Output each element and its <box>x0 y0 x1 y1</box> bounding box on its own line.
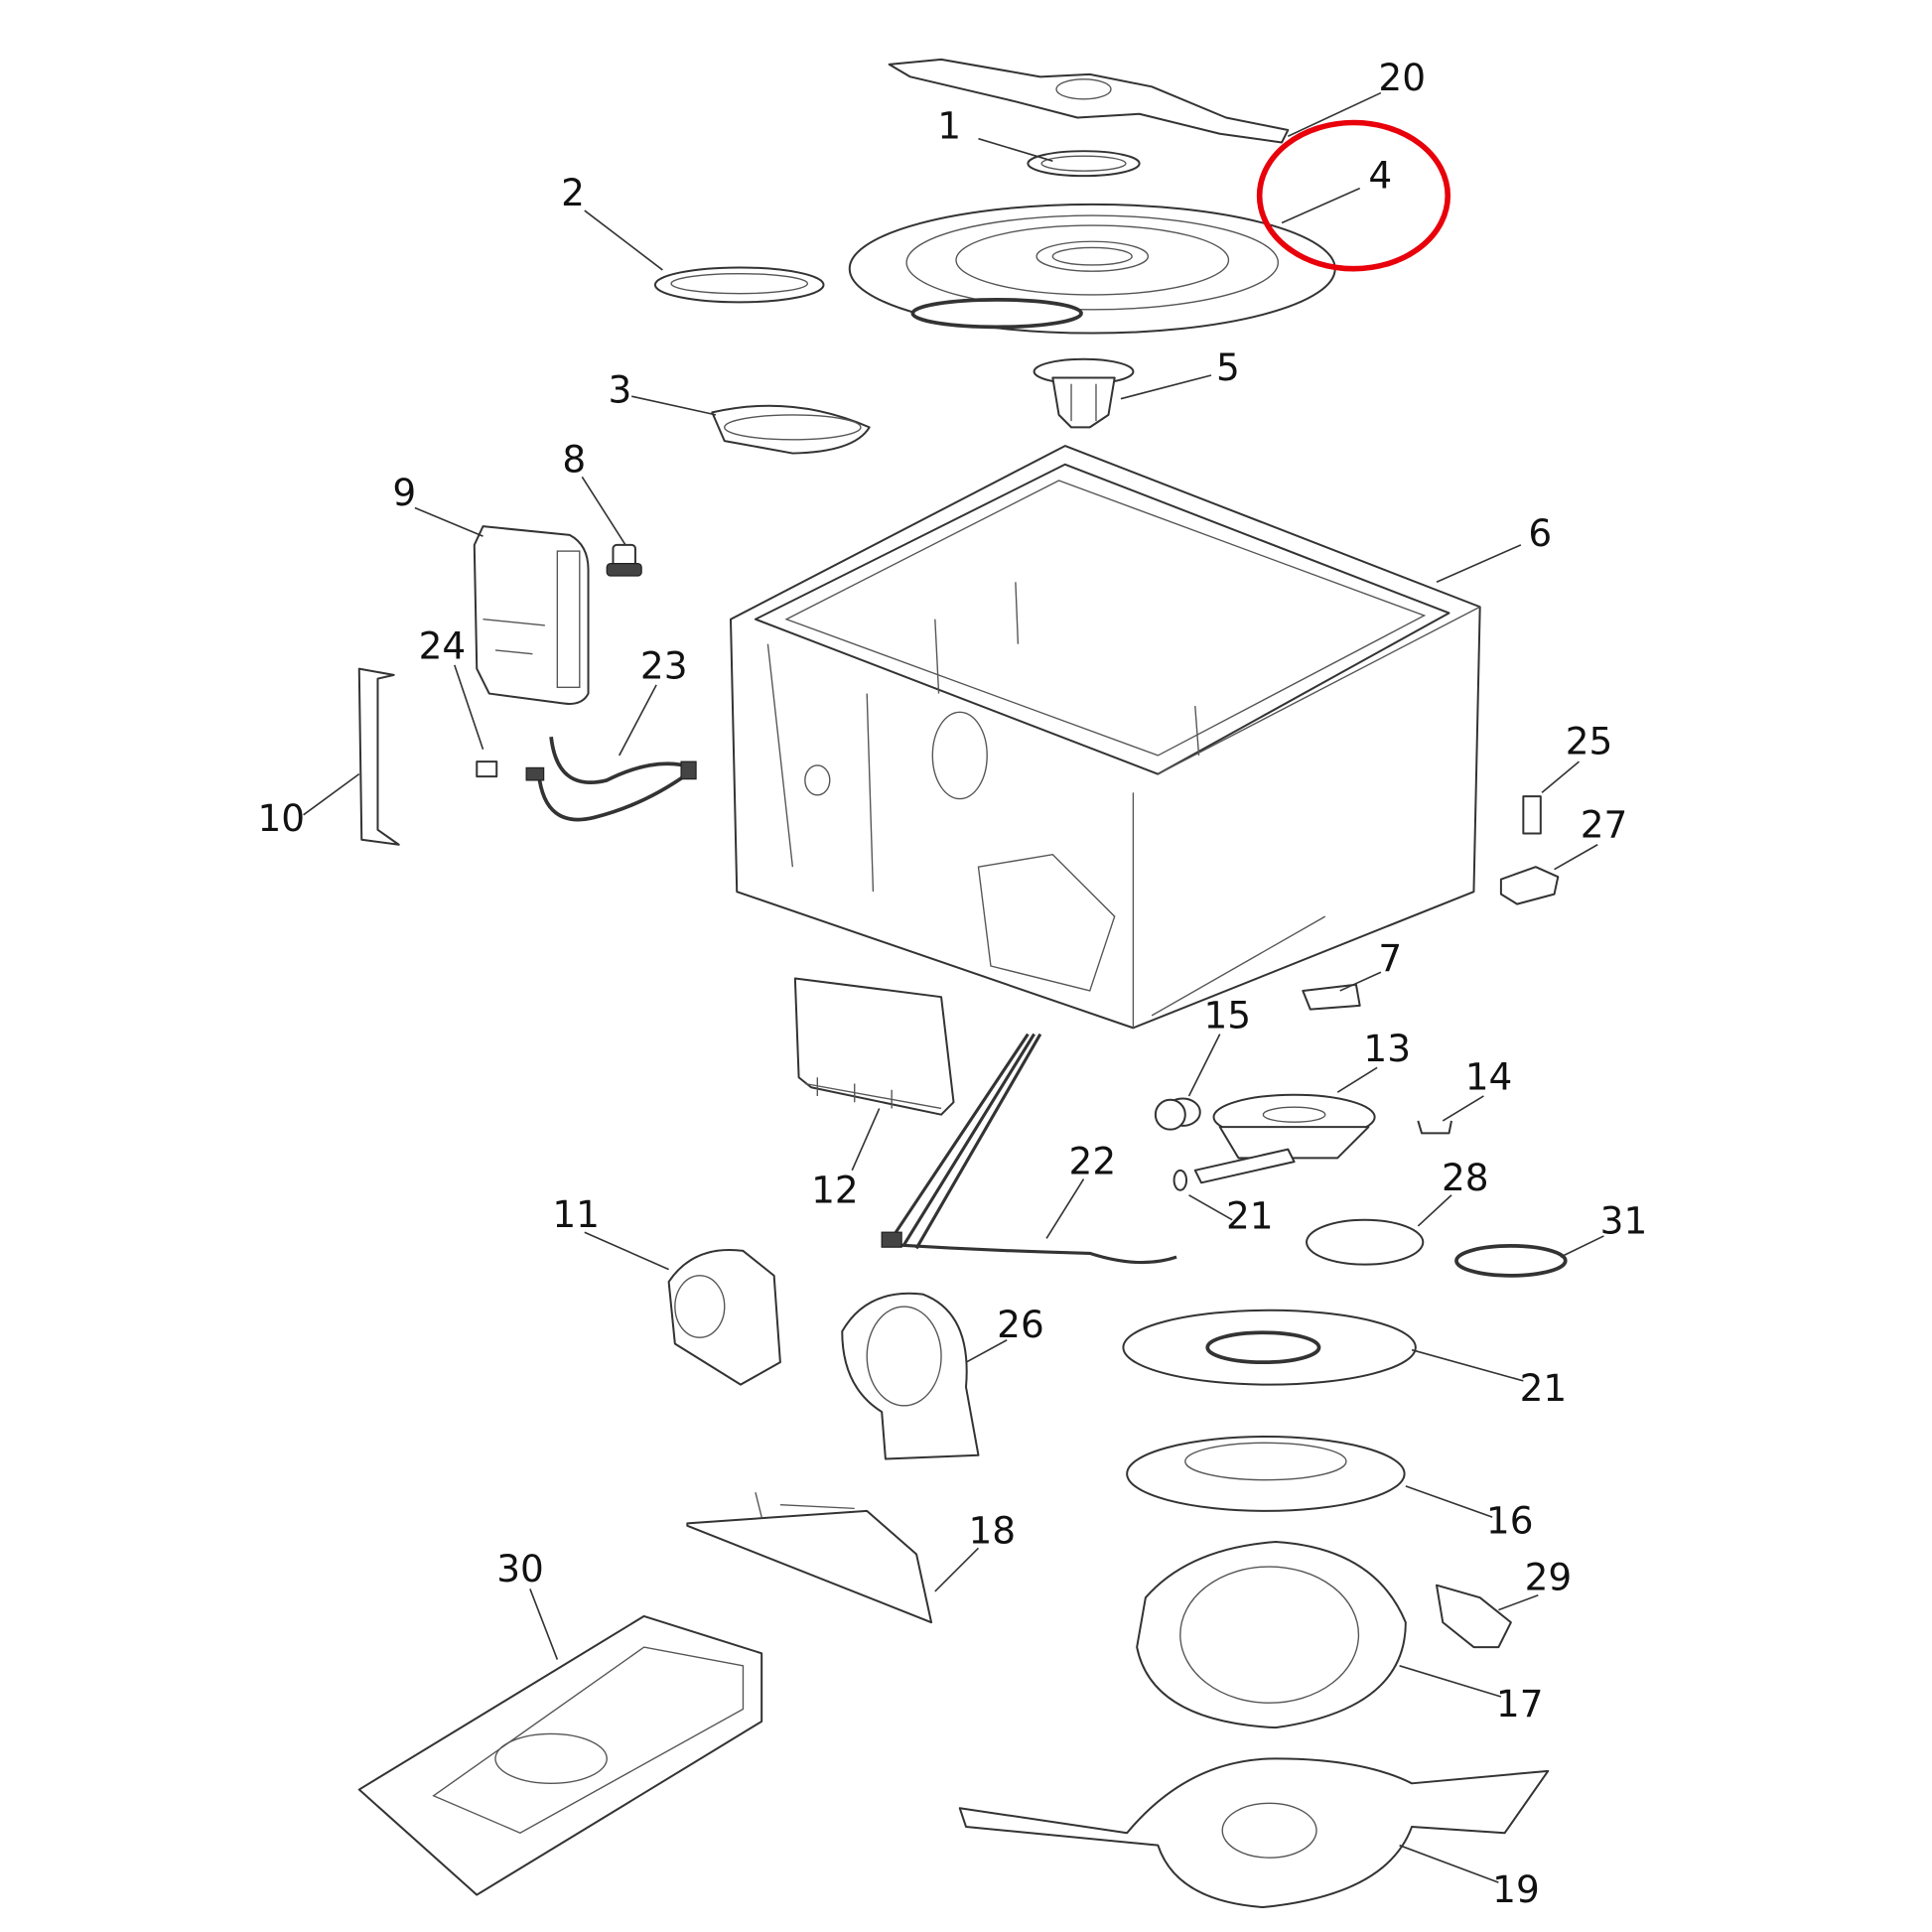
part-20-spray-arm <box>888 58 1290 144</box>
part-21-o-ring-small <box>1173 1169 1188 1191</box>
part-9-module <box>473 525 590 705</box>
part-12-control-board <box>793 977 955 1116</box>
part-17-ring-housing <box>1136 1541 1407 1729</box>
part-5-pump-hub <box>1033 357 1135 429</box>
label-19: 19 <box>1492 1867 1540 1911</box>
part-25-plate <box>1522 795 1542 835</box>
label-14: 14 <box>1465 1055 1513 1099</box>
label-30: 30 <box>496 1547 544 1590</box>
part-11-fan <box>667 1249 781 1386</box>
leader-lines <box>303 91 1604 1883</box>
label-2: 2 <box>561 171 585 214</box>
part-3-filter <box>711 404 871 455</box>
label-8: 8 <box>562 437 586 481</box>
label-20: 20 <box>1378 56 1426 99</box>
label-23: 23 <box>640 644 688 688</box>
label-16: 16 <box>1486 1498 1534 1542</box>
part-26-bracket <box>841 1292 980 1460</box>
label-6: 6 <box>1528 511 1552 555</box>
label-9: 9 <box>392 471 416 514</box>
label-12: 12 <box>811 1168 859 1211</box>
part-31-gasket <box>1454 1244 1568 1278</box>
label-31: 31 <box>1600 1198 1648 1242</box>
label-29: 29 <box>1525 1556 1573 1599</box>
part-7-bar <box>1302 983 1361 1011</box>
part-1-ring <box>1027 150 1141 178</box>
part-24-clip <box>476 760 498 778</box>
part-27-cover <box>1499 866 1560 905</box>
part-16-sump-cover <box>1126 1436 1406 1512</box>
part-13-pump <box>1193 1093 1376 1184</box>
label-28: 28 <box>1442 1156 1489 1199</box>
label-4: 4 <box>1368 154 1392 198</box>
part-19-base <box>958 1757 1550 1909</box>
part-29-cover <box>1436 1584 1512 1649</box>
label-17: 17 <box>1496 1682 1544 1725</box>
label-11: 11 <box>552 1192 600 1236</box>
label-18: 18 <box>968 1508 1016 1552</box>
part-15-seal <box>1154 1097 1201 1131</box>
part-18-panel <box>686 1491 933 1624</box>
part-6-tub <box>729 445 1481 1030</box>
label-21b: 21 <box>1520 1366 1568 1410</box>
part-2-filter <box>653 266 825 304</box>
label-27: 27 <box>1581 802 1628 846</box>
part-23-harness <box>525 737 697 822</box>
part-22-wire-harness <box>881 1033 1177 1265</box>
label-22: 22 <box>1069 1140 1117 1183</box>
label-13: 13 <box>1363 1027 1411 1070</box>
part-21-gasket-large <box>1122 1309 1417 1386</box>
highlight-circle <box>1256 119 1451 272</box>
label-5: 5 <box>1216 345 1240 389</box>
label-24: 24 <box>419 624 467 668</box>
label-3: 3 <box>608 367 631 411</box>
label-25: 25 <box>1566 720 1613 763</box>
label-21a: 21 <box>1226 1193 1274 1237</box>
label-7: 7 <box>1378 936 1402 980</box>
label-10: 10 <box>257 796 305 840</box>
part-8-sensor <box>606 543 642 577</box>
part-14-clip <box>1417 1120 1452 1135</box>
part-labels: 20 1 4 2 5 3 8 9 6 24 23 10 25 27 7 15 1… <box>257 56 1647 1911</box>
label-15: 15 <box>1204 993 1252 1036</box>
part-30-base-tray <box>357 1614 763 1896</box>
label-26: 26 <box>997 1303 1044 1346</box>
part-4-filter-plate <box>848 203 1336 335</box>
part-10-bracket <box>357 667 400 846</box>
part-28-ring <box>1306 1218 1425 1266</box>
label-1: 1 <box>937 104 961 148</box>
